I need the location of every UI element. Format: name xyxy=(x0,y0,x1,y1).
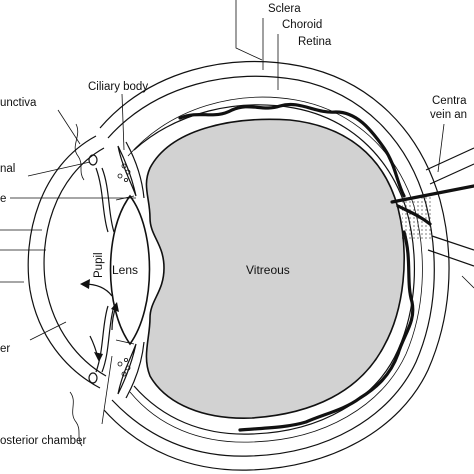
leader-lines xyxy=(0,0,474,425)
label-ciliary-body: Ciliary body xyxy=(88,81,148,93)
lens xyxy=(109,194,151,346)
label-retina: Retina xyxy=(298,36,332,48)
label-lens: Lens xyxy=(112,263,138,277)
aqueous-flow-arrows xyxy=(80,279,119,362)
conjunctiva xyxy=(69,123,85,447)
label-central-vessels-line1: Centra xyxy=(432,95,467,107)
label-choroid: Choroid xyxy=(282,19,322,31)
vitreous-body xyxy=(145,118,405,419)
label-central-vessels-line2: vein an xyxy=(430,109,467,121)
retina xyxy=(133,103,415,435)
sclera xyxy=(99,60,450,471)
label-sclera: Sclera xyxy=(268,3,301,15)
label-chamber: er xyxy=(0,343,10,355)
iris xyxy=(95,167,115,373)
label-canal: nal xyxy=(0,163,15,175)
label-vitreous: Vitreous xyxy=(246,263,290,277)
label-pupil: Pupil xyxy=(93,252,105,278)
label-posterior-chamber: osterior chamber xyxy=(0,435,86,447)
label-conjunctiva: unctiva xyxy=(0,97,37,109)
canal-upper xyxy=(88,154,98,166)
cornea xyxy=(27,135,107,389)
choroid xyxy=(127,96,423,443)
canal-lower xyxy=(88,372,98,384)
label-lens-partial: e xyxy=(0,193,6,205)
optic-nerve xyxy=(390,147,474,267)
